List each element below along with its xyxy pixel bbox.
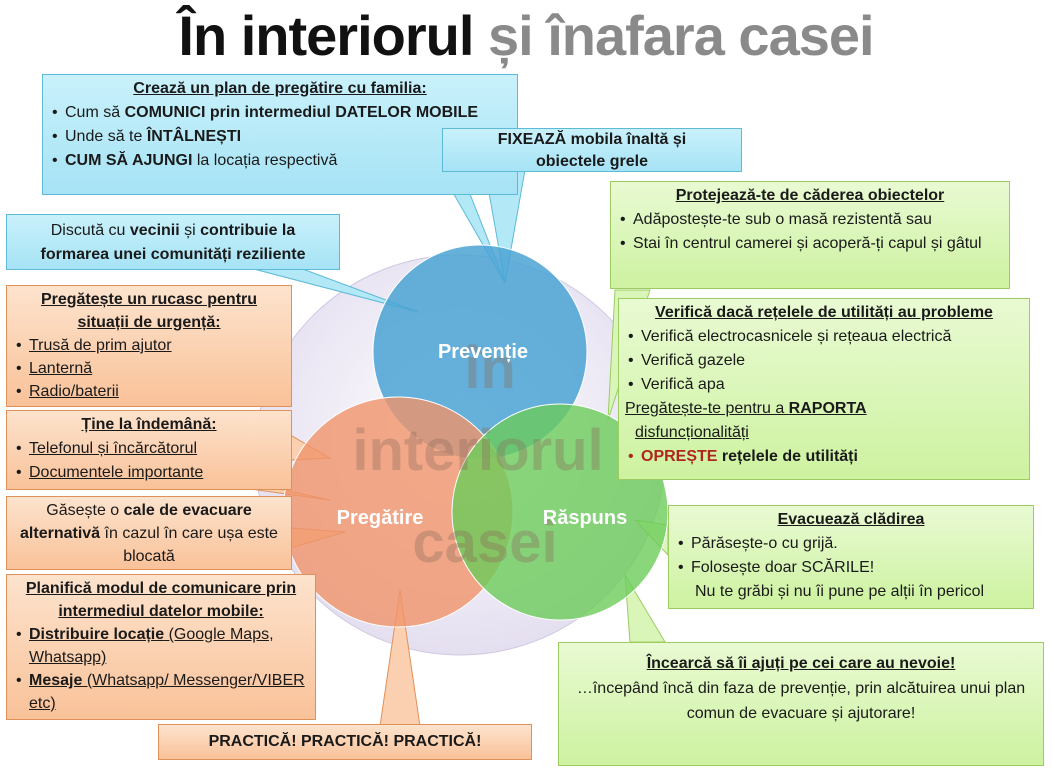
protejeaza-item-2-text: Stai în centrul camerei și acoperă-ți ca… xyxy=(633,235,982,252)
evacueaza-list: Părăsește-o cu grijă. Folosește doar SCĂ… xyxy=(675,532,1027,580)
vecini-text-2: și xyxy=(179,222,201,239)
callout-cale-evacuare: Găsește o cale de evacuare alternativă î… xyxy=(6,496,292,570)
center-line-3: casei xyxy=(412,510,557,575)
plan-item-1: Cum să COMUNICI prin intermediul DATELOR… xyxy=(52,101,511,125)
cale-text-1: Găsește o xyxy=(46,502,124,519)
evacueaza-item-2-text: Folosește doar SCĂRILE! xyxy=(691,559,875,576)
verifica-stop-red: OPREȘTE xyxy=(641,448,718,465)
verifica-stop: OPREȘTE rețelele de utilități xyxy=(628,445,1023,469)
comunicare-item-2-bold: Mesaje xyxy=(29,672,83,689)
ajuta-body: …începând încă din faza de prevenție, pr… xyxy=(576,680,1026,722)
evacueaza-item-2: Folosește doar SCĂRILE! xyxy=(678,556,1027,580)
indemana-heading: Ține la îndemână: xyxy=(81,416,217,433)
verifica-stop-list: OPREȘTE rețelele de utilități xyxy=(625,445,1023,469)
label-raspuns: Răspuns xyxy=(543,507,627,529)
rucsac-item-1: Trusă de prim ajutor xyxy=(16,334,285,357)
plan-item-2-bold: ÎNTÂLNEȘTI xyxy=(146,128,242,145)
verifica-stop-text: rețelele de utilități xyxy=(717,448,858,465)
rucsac-list: Trusă de prim ajutor Lanternă Radio/bate… xyxy=(13,334,285,403)
ajuta-heading: Încearcă să îi ajuți pe cei care au nevo… xyxy=(646,655,956,672)
verifica-heading: Verifică dacă rețelele de utilități au p… xyxy=(655,304,993,321)
rucsac-item-1-text: Trusă de prim ajutor xyxy=(29,337,172,354)
title-part-1: În interiorul xyxy=(178,4,474,67)
cale-bold: cale de evacuare alternativă xyxy=(20,502,252,542)
verifica-item-3: Verifică apa xyxy=(628,373,1023,397)
rucsac-item-3-text: Radio/baterii xyxy=(29,383,119,400)
label-pregatire: Pregătire xyxy=(337,507,424,529)
callout-indemana: Ține la îndemână: Telefonul și încărcăto… xyxy=(6,410,292,490)
plan-item-3-bold: CUM SĂ AJUNGI xyxy=(65,152,193,169)
comunicare-item-1: Distribuire locație (Google Maps, Whatsa… xyxy=(16,623,309,669)
comunicare-list: Distribuire locație (Google Maps, Whatsa… xyxy=(13,623,309,715)
indemana-list: Telefonul și încărcătorul Documentele im… xyxy=(13,437,285,485)
plan-item-3: CUM SĂ AJUNGI la locația respectivă xyxy=(52,149,511,173)
indemana-item-1: Telefonul și încărcătorul xyxy=(16,437,285,461)
plan-item-1-text: Cum să xyxy=(65,104,125,121)
page-title: În interiorul și înafara casei xyxy=(0,4,1052,68)
rucsac-item-2: Lanternă xyxy=(16,357,285,380)
protejeaza-list: Adăpostește-te sub o masă rezistentă sau… xyxy=(617,208,1003,256)
rucsac-item-3: Radio/baterii xyxy=(16,380,285,403)
indemana-item-2-text: Documentele importante xyxy=(29,464,204,481)
callout-verifica: Verifică dacă rețelele de utilități au p… xyxy=(618,298,1030,480)
comunicare-item-2-text: (Whatsapp/ Messenger/VIBER etc) xyxy=(29,672,305,712)
rucsac-item-2-text: Lanternă xyxy=(29,360,93,377)
callout-rucsac: Pregătește un rucasc pentru situații de … xyxy=(6,285,292,407)
plan-heading: Crează un plan de pregătire cu familia: xyxy=(133,80,427,97)
verifica-item-3-text: Verifică apa xyxy=(641,376,725,393)
protejeaza-item-2: Stai în centrul camerei și acoperă-ți ca… xyxy=(620,232,1003,256)
callout-ajuta: Încearcă să îi ajuți pe cei care au nevo… xyxy=(558,642,1044,766)
evacueaza-extra: Nu te grăbi și nu îi pune pe alții în pe… xyxy=(695,583,985,600)
label-preventie: Prevenție xyxy=(438,341,528,363)
verifica-raport: Pregătește-te pentru a RAPORTA xyxy=(625,397,1023,421)
plan-item-2-text: Unde să te xyxy=(65,128,147,145)
comunicare-heading: Planifică modul de comunicare prin inter… xyxy=(25,580,297,620)
verifica-item-1: Verifică electrocasnicele și rețeaua ele… xyxy=(628,325,1023,349)
verifica-item-2: Verifică gazele xyxy=(628,349,1023,373)
verifica-raport-text: Pregătește-te pentru a xyxy=(625,400,789,417)
evacueaza-heading: Evacuează clădirea xyxy=(777,511,925,528)
verifica-list: Verifică electrocasnicele și rețeaua ele… xyxy=(625,325,1023,397)
verifica-item-1-text: Verifică electrocasnicele și rețeaua ele… xyxy=(641,328,952,345)
center-line-2: interiorul xyxy=(352,418,603,483)
callout-vecini: Discută cu vecinii și contribuie la form… xyxy=(6,214,340,270)
callout-practica: PRACTICĂ! PRACTICĂ! PRACTICĂ! xyxy=(158,724,532,760)
plan-list: Cum să COMUNICI prin intermediul DATELOR… xyxy=(49,101,511,173)
plan-item-1-bold: COMUNICI prin intermediul DATELOR MOBILE xyxy=(124,104,479,121)
fixeaza-bold: FIXEAZĂ xyxy=(497,131,567,148)
callout-evacueaza: Evacuează clădirea Părăsește-o cu grijă.… xyxy=(668,505,1034,609)
comunicare-item-2: Mesaje (Whatsapp/ Messenger/VIBER etc) xyxy=(16,669,309,715)
vecini-bold-1: vecinii xyxy=(129,222,180,239)
verifica-raport-line2: disfuncționalități xyxy=(635,424,749,441)
title-part-2: și înafara casei xyxy=(487,4,875,67)
callout-comunicare: Planifică modul de comunicare prin inter… xyxy=(6,574,316,720)
vecini-bold-2: contribuie la formarea unei comunități r… xyxy=(40,222,306,263)
protejeaza-item-1-text: Adăpostește-te sub o masă rezistentă sau xyxy=(633,211,932,228)
vecini-text-1: Discută cu xyxy=(50,222,130,239)
protejeaza-item-1: Adăpostește-te sub o masă rezistentă sau xyxy=(620,208,1003,232)
fixeaza-rest: mobila înaltă și obiectele grele xyxy=(535,131,687,170)
verifica-item-2-text: Verifică gazele xyxy=(641,352,746,369)
cale-text-2: în cazul în care ușa este blocată xyxy=(100,525,278,565)
evacueaza-item-1-text: Părăsește-o cu grijă. xyxy=(691,535,838,552)
center-line-1: în xyxy=(461,336,516,401)
comunicare-item-1-bold: Distribuire locație xyxy=(29,626,165,643)
indemana-item-1-text: Telefonul și încărcătorul xyxy=(29,440,198,457)
callout-fixeaza: FIXEAZĂ mobila înaltă și obiectele grele xyxy=(442,128,742,172)
indemana-item-2: Documentele importante xyxy=(16,461,285,485)
plan-item-2: Unde să te ÎNTÂLNEȘTI xyxy=(52,125,511,149)
evacueaza-item-1: Părăsește-o cu grijă. xyxy=(678,532,1027,556)
practica-text: PRACTICĂ! PRACTICĂ! PRACTICĂ! xyxy=(208,733,482,750)
plan-item-3-text: la locația respectivă xyxy=(192,152,338,169)
comunicare-item-1-text: (Google Maps, Whatsapp) xyxy=(29,626,274,666)
rucsac-heading: Pregătește un rucasc pentru situații de … xyxy=(40,291,258,331)
verifica-raport-bold: RAPORTA xyxy=(788,400,867,417)
callout-protejeaza: Protejează-te de căderea obiectelor Adăp… xyxy=(610,181,1010,289)
callout-plan-familie: Crează un plan de pregătire cu familia: … xyxy=(42,74,518,195)
protejeaza-heading: Protejează-te de căderea obiectelor xyxy=(675,187,945,204)
